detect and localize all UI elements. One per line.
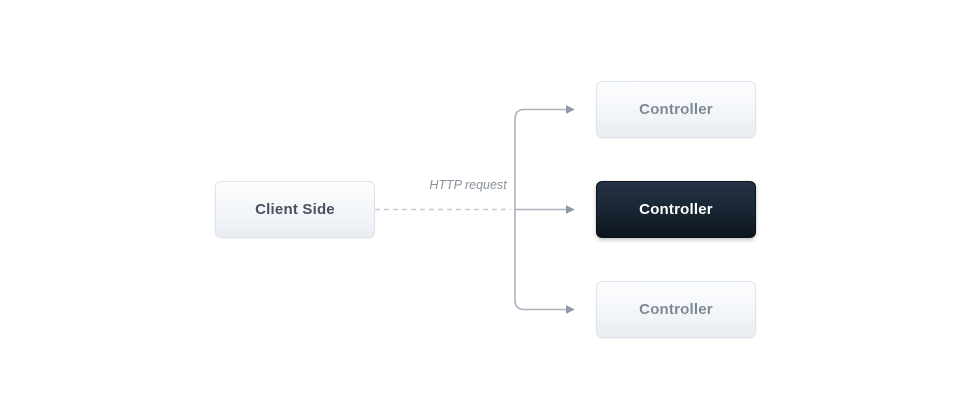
arrow-to-top-controller — [514, 105, 575, 210]
controller-label: Controller — [639, 201, 713, 218]
controller-box-top: Controller — [596, 81, 756, 138]
controller-box-middle-active: Controller — [596, 181, 756, 238]
controller-box-bottom: Controller — [596, 281, 756, 338]
client-side-box: Client Side — [215, 181, 375, 238]
controller-label: Controller — [639, 301, 713, 318]
client-side-label: Client Side — [255, 201, 335, 218]
controller-label: Controller — [639, 101, 713, 118]
http-request-label: HTTP request — [429, 178, 507, 192]
arrow-to-bottom-controller — [514, 209, 575, 314]
